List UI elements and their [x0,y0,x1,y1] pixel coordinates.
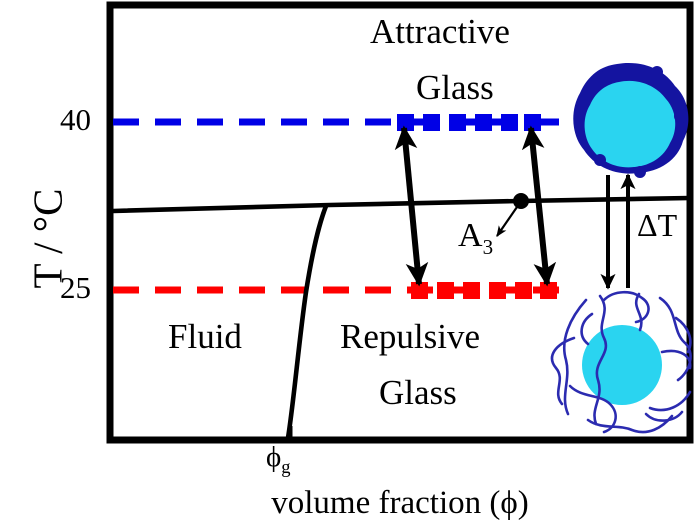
phi-subscript: g [281,456,291,478]
region-label-attractive-glass-line1: Attractive [370,12,510,51]
isotherm-40-markers [397,114,541,131]
collapsed-particle-icon [573,62,689,178]
state-point-a3 [513,193,529,209]
x-axis-label: volume fraction (ϕ) [271,485,529,521]
region-label-repulsive-glass-line1: Repulsive [340,317,480,356]
isotherm-25-line [113,282,560,299]
x-tick-label-phi-g: ϕg [266,443,291,477]
region-label-fluid: Fluid [168,317,242,356]
phi-symbol: ϕ [266,441,282,473]
attractive-glass-boundary [110,195,693,214]
quench-arrow-right [521,125,557,287]
y-tick-label-25: 25 [60,270,91,305]
y-axis-label: T / °C [24,188,71,289]
plot-frame [106,1,694,444]
repulsive-glass-boundary [285,203,329,441]
annotation-label-delta-t: ΔT [637,207,678,243]
region-label-repulsive-glass-line2: Glass [379,373,457,412]
swollen-particle-icon [550,290,692,434]
a3-base: A [458,217,483,254]
quench-arrow-left [394,125,429,287]
y-tick-label-40: 40 [60,102,91,137]
a3-leader-line [496,206,518,237]
a3-subscript: 3 [482,234,494,259]
annotation-label-a3: A3 [458,219,493,258]
region-label-attractive-glass-line2: Glass [416,68,494,107]
